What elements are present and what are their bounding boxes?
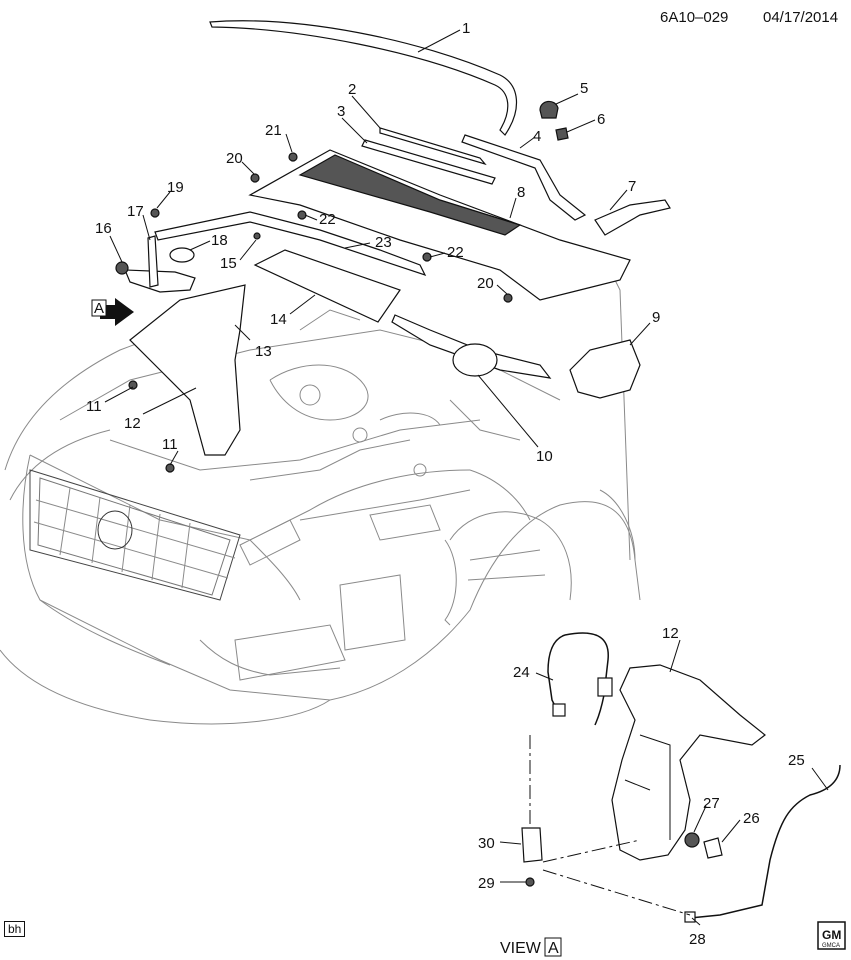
callout-28: 28 bbox=[689, 931, 706, 948]
callout-24: 24 bbox=[513, 664, 530, 681]
diagram-code: 6A10–029 bbox=[660, 9, 728, 26]
wiper-motor bbox=[452, 343, 498, 377]
cowl-vent-grille bbox=[298, 154, 522, 236]
callout-11-top: 11 bbox=[86, 398, 102, 415]
wiper-arm-left bbox=[361, 139, 496, 185]
washer-hose bbox=[154, 211, 427, 277]
callout-25: 25 bbox=[788, 752, 805, 769]
view-a-marker: A bbox=[91, 298, 134, 326]
wiper-arm-cap bbox=[539, 100, 559, 119]
callout-27: 27 bbox=[703, 795, 720, 812]
callout-10: 10 bbox=[536, 448, 553, 465]
washer-reservoir bbox=[611, 664, 766, 861]
view-label-letter: A bbox=[548, 940, 559, 957]
washer-hose-long bbox=[689, 764, 841, 919]
fastener-11b bbox=[165, 463, 175, 473]
illustrator-initials: bh bbox=[4, 921, 26, 937]
harness-connector-b bbox=[597, 677, 613, 697]
cowl-vent-panel-extension bbox=[594, 199, 671, 236]
callout-7: 7 bbox=[628, 178, 636, 195]
fastener-19 bbox=[150, 208, 160, 218]
view-a-box bbox=[91, 299, 107, 317]
filler-bracket bbox=[147, 235, 159, 288]
fastener-15 bbox=[253, 232, 261, 240]
diagram-date: 04/17/2014 bbox=[763, 9, 838, 26]
callout-4: 4 bbox=[533, 128, 541, 145]
callout-12-installed: 12 bbox=[124, 415, 141, 432]
fastener-20a bbox=[250, 173, 260, 183]
washer-filler-cap bbox=[169, 247, 195, 263]
washer-pump bbox=[521, 827, 543, 863]
gm-logo-text: GM bbox=[822, 928, 841, 942]
callout-15: 15 bbox=[220, 255, 237, 272]
callout-3: 3 bbox=[337, 103, 345, 120]
callout-5: 5 bbox=[580, 80, 588, 97]
callout-8: 8 bbox=[517, 184, 525, 201]
cowl-panel-right bbox=[569, 339, 641, 399]
callout-13: 13 bbox=[255, 343, 272, 360]
callouts: 1 2 3 4 5 6 7 8 9 10 11 11 12 12 13 14 1… bbox=[86, 20, 805, 948]
hose-fitting bbox=[684, 911, 696, 923]
washer-pump-grommet bbox=[525, 877, 535, 887]
hood-rear-weatherstrip bbox=[209, 20, 518, 136]
callout-20-right: 20 bbox=[477, 275, 494, 292]
callout-12-view: 12 bbox=[662, 625, 679, 642]
callout-19: 19 bbox=[167, 179, 184, 196]
fastener-22a bbox=[297, 210, 307, 220]
callout-11-bottom: 11 bbox=[162, 436, 178, 453]
wiper-blade-left bbox=[379, 127, 487, 166]
harness-connector-a bbox=[552, 703, 566, 717]
callout-23: 23 bbox=[375, 234, 392, 251]
fastener-21 bbox=[288, 152, 298, 162]
washer-level-grommet bbox=[684, 832, 700, 848]
callout-6: 6 bbox=[597, 111, 605, 128]
callout-26: 26 bbox=[743, 810, 760, 827]
vehicle-outline bbox=[0, 269, 641, 725]
cowl-cover bbox=[253, 249, 401, 323]
callout-14: 14 bbox=[270, 311, 287, 328]
wiper-arm-nut bbox=[555, 127, 569, 141]
view-a-label: VIEW A bbox=[500, 937, 562, 957]
washer-level-sensor bbox=[703, 837, 723, 859]
filler-grommet bbox=[115, 261, 129, 275]
view-a-marker-letter: A bbox=[94, 300, 104, 317]
fastener-11a bbox=[128, 380, 138, 390]
parts bbox=[115, 20, 841, 923]
washer-pump-harness bbox=[547, 632, 609, 726]
gm-logo-subtext: GMCA bbox=[822, 943, 840, 949]
fastener-22b bbox=[422, 252, 432, 262]
callout-1: 1 bbox=[462, 20, 470, 37]
washer-reservoir-installed bbox=[129, 284, 246, 456]
wiper-arm-right bbox=[461, 134, 587, 221]
callout-18: 18 bbox=[211, 232, 228, 249]
callout-30: 30 bbox=[478, 835, 495, 852]
callout-21: 21 bbox=[265, 122, 282, 139]
callout-2: 2 bbox=[348, 81, 356, 98]
callout-20-left: 20 bbox=[226, 150, 243, 167]
view-a-arrow bbox=[100, 298, 134, 326]
washer-filler-neck bbox=[124, 269, 196, 293]
callout-29: 29 bbox=[478, 875, 495, 892]
fastener-20b bbox=[503, 293, 513, 303]
callout-22-right: 22 bbox=[447, 244, 464, 261]
gm-logo: GM GMCA bbox=[817, 921, 846, 950]
callout-17: 17 bbox=[127, 203, 144, 220]
view-label-text: VIEW bbox=[500, 940, 542, 957]
diagram-header: 6A10–029 04/17/2014 bbox=[660, 9, 838, 26]
callout-16: 16 bbox=[95, 220, 112, 237]
leader-lines bbox=[104, 29, 829, 926]
callout-22-left: 22 bbox=[319, 211, 336, 228]
callout-9: 9 bbox=[652, 309, 660, 326]
